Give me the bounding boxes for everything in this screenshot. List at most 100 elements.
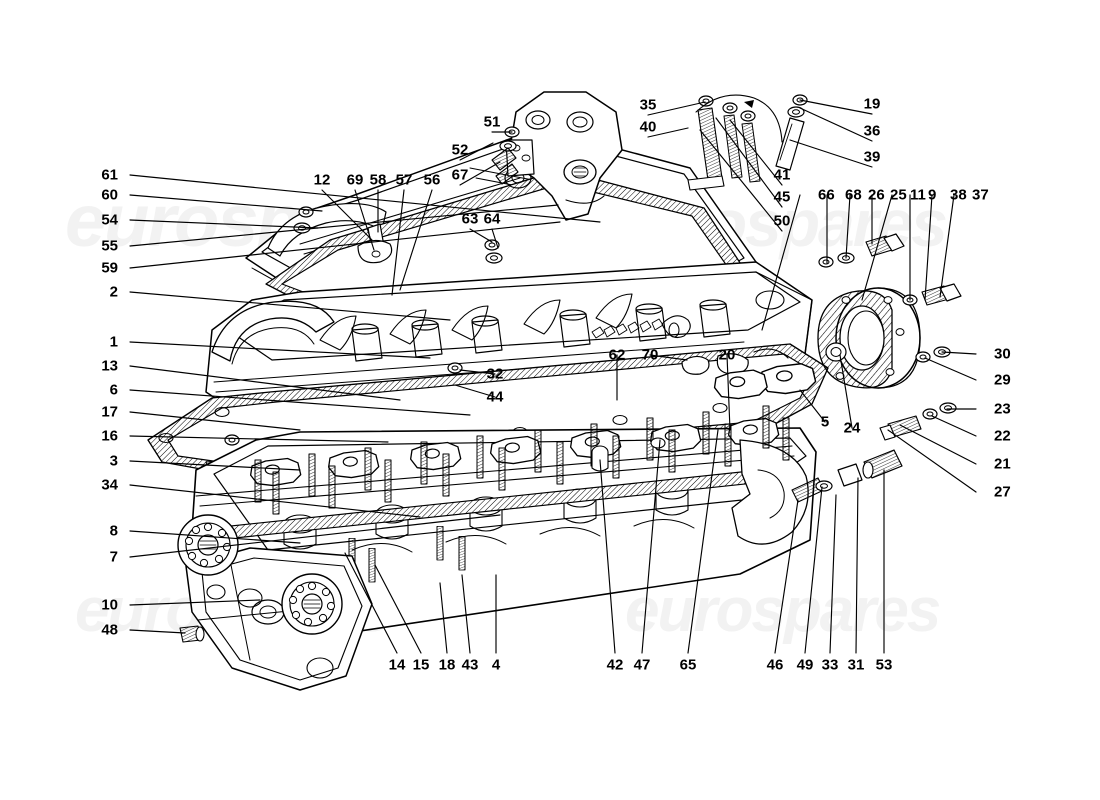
callout-number-11: 11 bbox=[910, 186, 926, 204]
leader-line bbox=[129, 291, 451, 321]
bracket-41-45-50 bbox=[695, 94, 783, 143]
studs-35-40 bbox=[687, 95, 761, 191]
leader-line bbox=[129, 219, 319, 229]
leader-line bbox=[344, 552, 398, 654]
leader-line bbox=[129, 221, 561, 269]
callout-number-8: 8 bbox=[109, 522, 118, 540]
rocker-shaft-parts bbox=[681, 348, 817, 401]
leader-line bbox=[804, 486, 823, 654]
callout-number-41: 41 bbox=[773, 166, 791, 184]
leader-line bbox=[321, 189, 373, 241]
leader-line bbox=[439, 582, 448, 654]
leader-line bbox=[799, 107, 873, 142]
leader-line bbox=[129, 411, 301, 431]
leader-line bbox=[799, 389, 826, 423]
leader-line bbox=[799, 99, 873, 115]
callout-number-45: 45 bbox=[773, 188, 791, 206]
callout-number-44: 44 bbox=[486, 388, 504, 406]
leader-line bbox=[829, 494, 837, 654]
callout-number-68: 68 bbox=[845, 186, 862, 204]
leader-line bbox=[491, 228, 499, 249]
callout-number-30: 30 bbox=[994, 345, 1011, 363]
callout-number-13: 13 bbox=[101, 357, 118, 375]
leader-line bbox=[774, 499, 799, 654]
leader-line bbox=[899, 424, 977, 465]
leader-line bbox=[129, 389, 471, 416]
callout-number-52: 52 bbox=[451, 141, 469, 159]
callout-number-62: 62 bbox=[608, 346, 626, 364]
callout-number-7: 7 bbox=[109, 548, 118, 566]
callout-number-2: 2 bbox=[109, 283, 118, 301]
callout-number-14: 14 bbox=[388, 656, 406, 674]
callout-number-10: 10 bbox=[101, 596, 118, 614]
callout-number-27: 27 bbox=[994, 483, 1011, 501]
callout-number-29: 29 bbox=[994, 371, 1011, 389]
flange-hub bbox=[817, 287, 921, 389]
callout-number-23: 23 bbox=[994, 400, 1011, 418]
leader-line bbox=[129, 460, 301, 471]
callout-number-37: 37 bbox=[972, 186, 989, 204]
callout-number-36: 36 bbox=[863, 122, 881, 140]
fasteners-lower-right bbox=[791, 449, 903, 503]
leader-line bbox=[845, 194, 851, 259]
callout-number-25: 25 bbox=[890, 186, 907, 204]
leader-line bbox=[729, 119, 783, 186]
callout-number-12: 12 bbox=[313, 171, 331, 189]
callout-number-35: 35 bbox=[639, 96, 657, 114]
plug-48 bbox=[179, 625, 205, 643]
leader-line bbox=[461, 574, 471, 654]
leader-line bbox=[129, 599, 261, 606]
leader-line bbox=[687, 429, 719, 654]
callout-number-47: 47 bbox=[633, 656, 651, 674]
studs-19-36-39 bbox=[775, 94, 808, 171]
leader-line bbox=[855, 477, 859, 654]
callout-number-31: 31 bbox=[847, 656, 865, 674]
callout-number-42: 42 bbox=[606, 656, 624, 674]
callout-number-21: 21 bbox=[994, 455, 1011, 473]
leader-line bbox=[129, 514, 501, 558]
cam-flange-upper bbox=[177, 514, 239, 576]
callout-number-63: 63 bbox=[461, 210, 479, 228]
leader-line bbox=[129, 204, 559, 247]
leader-line bbox=[649, 354, 688, 361]
callout-number-56: 56 bbox=[423, 171, 441, 189]
callout-number-67: 67 bbox=[451, 166, 469, 184]
callout-number-34: 34 bbox=[101, 476, 118, 494]
leader-line bbox=[599, 459, 616, 654]
callout-number-58: 58 bbox=[369, 171, 387, 189]
callout-number-38: 38 bbox=[950, 186, 967, 204]
fasteners-51-52-67 bbox=[491, 126, 520, 185]
callout-number-16: 16 bbox=[101, 427, 118, 445]
callout-number-66: 66 bbox=[818, 186, 835, 204]
leader-line bbox=[129, 194, 323, 212]
callout-number-17: 17 bbox=[101, 403, 118, 421]
callout-number-43: 43 bbox=[461, 656, 479, 674]
callout-number-24: 24 bbox=[843, 419, 861, 437]
callout-number-49: 49 bbox=[796, 656, 814, 674]
callout-number-32: 32 bbox=[486, 365, 504, 383]
callout-number-46: 46 bbox=[766, 656, 784, 674]
leader-line bbox=[726, 354, 731, 431]
callout-number-18: 18 bbox=[438, 656, 456, 674]
leader-line bbox=[129, 341, 431, 359]
leader-line bbox=[459, 161, 501, 186]
callout-number-26: 26 bbox=[868, 186, 885, 204]
callout-number-3: 3 bbox=[109, 452, 118, 470]
callout-number-69: 69 bbox=[346, 171, 364, 189]
leader-line bbox=[129, 629, 186, 634]
leader-line bbox=[354, 189, 375, 251]
leader-line bbox=[931, 415, 977, 437]
fasteners-right-column bbox=[818, 233, 962, 441]
leader-line bbox=[924, 194, 933, 301]
callout-number-33: 33 bbox=[821, 656, 839, 674]
callout-number-70: 70 bbox=[641, 346, 659, 364]
callout-number-60: 60 bbox=[101, 186, 118, 204]
callout-number-6: 6 bbox=[109, 381, 118, 399]
leader-line bbox=[129, 484, 421, 518]
leader-line bbox=[129, 435, 389, 443]
callout-number-9: 9 bbox=[928, 186, 937, 204]
callout-number-57: 57 bbox=[395, 171, 413, 189]
leader-line bbox=[129, 174, 601, 223]
